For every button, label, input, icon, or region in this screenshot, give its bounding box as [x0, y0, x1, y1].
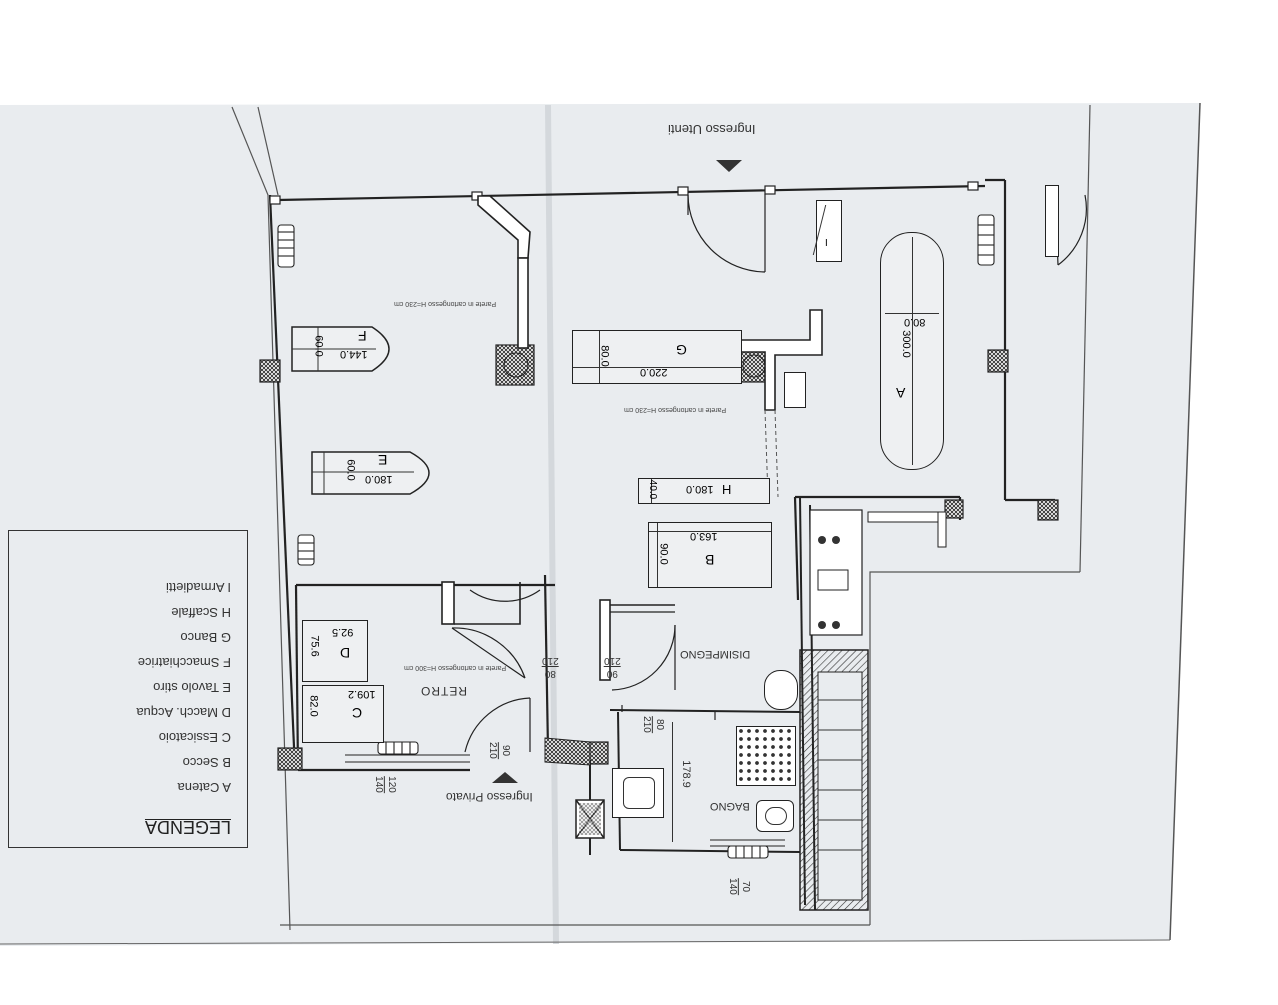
door-dim-height: 210	[604, 654, 621, 667]
equipment-B-width: 90.0	[657, 543, 670, 565]
equipment-B-letter: B	[705, 552, 715, 568]
legend-item: B Secco	[182, 755, 231, 770]
toilet	[756, 800, 794, 832]
legend-item: F Smacchiatrice	[137, 655, 231, 670]
pillar	[277, 747, 303, 771]
pillar	[987, 349, 1009, 373]
legend-item: C Essicatoio	[158, 730, 231, 745]
window-dim-width: 120	[385, 776, 397, 793]
window-dim-bagno: 70 140	[725, 878, 751, 895]
wall-note-top: Parete in cartongesso H=230 cm	[394, 300, 497, 307]
wall-note-retro: Parete in cartongesso H=300 cm	[404, 664, 507, 671]
equipment-C-length: 109.2	[348, 688, 376, 700]
legend-item: A Catena	[177, 780, 232, 795]
entrance-utenti-label: Ingresso Utenti	[668, 122, 756, 137]
door-dim-height: 210	[639, 716, 653, 733]
paper-fold	[545, 104, 559, 945]
bathroom-sink	[612, 768, 664, 818]
equipment-A-length: 300.0	[899, 330, 912, 358]
equipment-I	[812, 200, 845, 262]
equipment-G	[572, 330, 742, 384]
room-retro-label: RETRO	[420, 684, 467, 698]
equipment-E-width: 60.0	[344, 459, 357, 481]
equipment-F-letter: F	[358, 328, 367, 344]
equipment-A-letter: A	[896, 385, 906, 401]
equipment-A-width: 80.0	[904, 316, 926, 328]
equipment-H	[638, 478, 770, 504]
entrance-arrow	[492, 772, 518, 783]
equipment-D-width: 75.6	[308, 635, 321, 657]
legend-item: I Armadietti	[165, 580, 231, 595]
bagno-dim-line	[672, 722, 673, 842]
window-dim-retro: 120 140	[371, 776, 397, 793]
entrance-privato-label: Ingresso Privato	[446, 790, 533, 804]
window-dim-height: 140	[371, 776, 385, 793]
room-disimpegno-label: DISIMPEGNO	[680, 648, 751, 660]
window-dim-height: 140	[725, 878, 739, 895]
equipment-H-letter: H	[722, 482, 732, 497]
equipment-B	[648, 522, 772, 588]
legend-list: A Catena B Secco C Essicatoio D Macch. A…	[25, 575, 231, 800]
equipment-A	[880, 232, 944, 470]
equipment-D-letter: D	[340, 645, 351, 661]
door-dim-width: 90	[499, 744, 511, 757]
door-dim-retro-a: 80 210	[542, 654, 559, 679]
equipment-I-small	[784, 372, 806, 408]
door-dim-height: 210	[542, 654, 559, 667]
radiator	[977, 214, 995, 266]
pillar	[1037, 499, 1059, 521]
equipment-F-length: 144.0	[340, 348, 368, 360]
equipment-B-length: 163.0	[690, 530, 718, 542]
equipment-E-letter: E	[378, 452, 388, 468]
door-dim-width: 80	[544, 668, 556, 679]
room-bagno-label: BAGNO	[710, 800, 750, 812]
radiator	[727, 845, 769, 859]
door-dim-privato: 90 210	[485, 742, 511, 759]
equipment-G-width: 80.0	[598, 345, 611, 367]
equipment-E	[311, 451, 430, 495]
equipment-F	[291, 326, 390, 372]
legend-item: G Banco	[180, 630, 231, 645]
door-dim-bagno: 80 210	[639, 716, 665, 733]
shower-tray	[736, 726, 796, 786]
equipment-C-letter: C	[352, 705, 363, 721]
pillar	[259, 359, 281, 383]
door-dim-width: 90	[606, 668, 618, 679]
legend-title: LEGENDA	[144, 817, 231, 837]
wall-note-mid: Parete in cartongesso H=230 cm	[624, 406, 727, 413]
door-dim-height: 210	[485, 742, 499, 759]
window-dim-width: 70	[739, 880, 751, 893]
equipment-F-width: 60.0	[312, 335, 325, 357]
legend-item: D Macch. Acqua	[136, 705, 231, 720]
pillar	[944, 499, 964, 519]
radiator	[297, 534, 315, 566]
equipment-D-length: 92.5	[332, 626, 354, 638]
equipment-H-length: 180.0	[686, 483, 714, 495]
equipment-H-width: 40.0	[647, 479, 659, 500]
radiator	[277, 224, 295, 268]
equipment-G-letter: G	[676, 342, 687, 358]
equipment-G-length: 220.0	[640, 366, 668, 378]
door-dim-disimpegno: 90 210	[604, 654, 621, 679]
hall-sink	[764, 670, 798, 710]
equipment-I-letter: I	[825, 236, 828, 247]
equipment-E-length: 180.0	[365, 473, 393, 485]
legend-box: LEGENDA A Catena B Secco C Essicatoio D …	[8, 530, 248, 848]
radiator	[377, 741, 419, 755]
equipment-C-width: 82.0	[307, 695, 320, 717]
entrance-arrow	[716, 160, 742, 172]
equipment-D	[302, 620, 368, 682]
locker-unit	[1045, 185, 1059, 257]
door-dim-width: 80	[653, 718, 665, 731]
bagno-dimension: 178.9	[679, 760, 692, 788]
legend-item: H Scaffale	[171, 605, 231, 620]
equipment-C	[302, 685, 384, 743]
legend-item: E Tavolo stiro	[153, 680, 231, 695]
